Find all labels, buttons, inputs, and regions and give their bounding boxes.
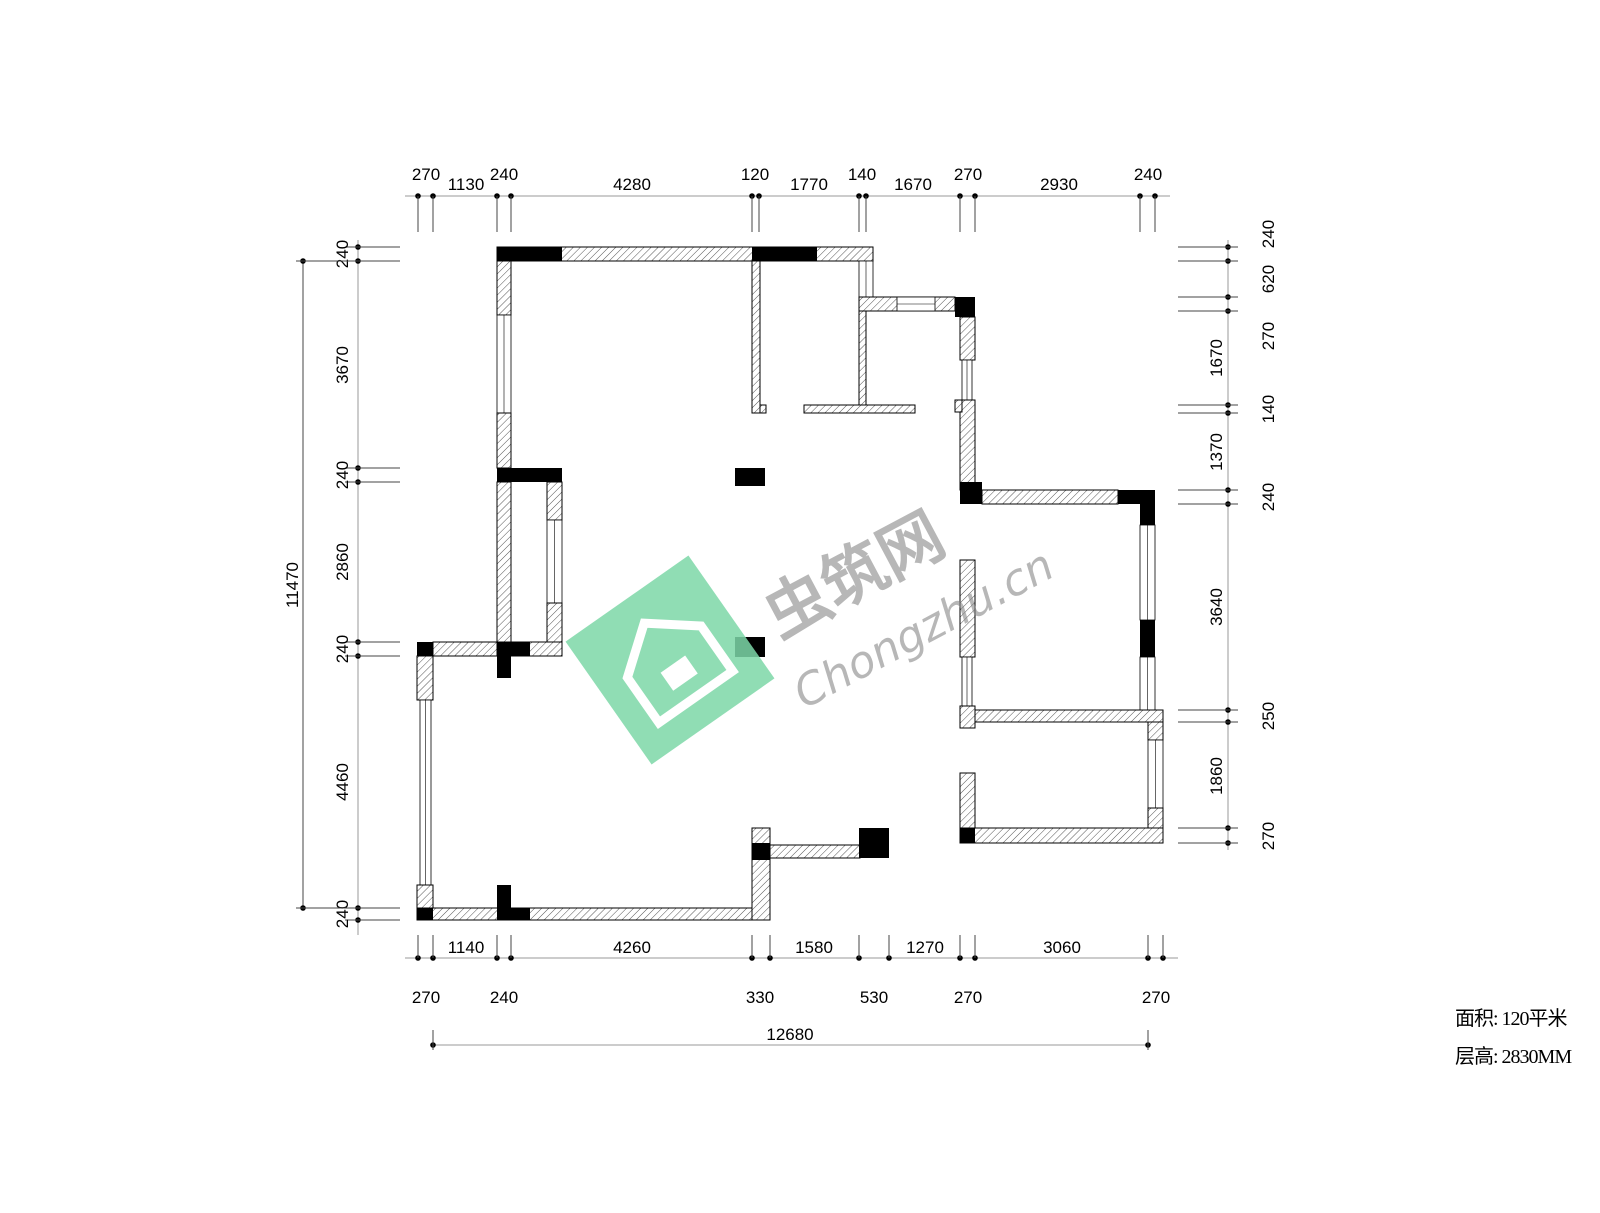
dimension-label: 270 (1259, 822, 1278, 850)
dimension-label: 240 (490, 988, 518, 1007)
wall-hatched (496, 481, 512, 643)
wall-column (497, 908, 530, 920)
watermark-logo-icon (565, 555, 775, 765)
dimension-label: 1580 (795, 938, 833, 957)
dimension-label: 140 (1259, 395, 1278, 423)
wall-hatched (416, 884, 434, 909)
wall-hatched (959, 772, 976, 829)
watermark: 虫筑网 Chongzhu.cn (565, 499, 1062, 765)
dimension-label: 1670 (1207, 339, 1226, 377)
dimension-label: 240 (333, 240, 352, 268)
dimension-label: 120 (741, 165, 769, 184)
wall-hatched (416, 907, 766, 921)
dimension-label: 240 (1134, 165, 1162, 184)
wall-column (1140, 504, 1155, 525)
dimension-label: 330 (746, 988, 774, 1007)
dimension-label: 270 (1259, 322, 1278, 350)
wall-hatched (416, 655, 434, 701)
dimension-label: 620 (1259, 265, 1278, 293)
wall-column (417, 642, 433, 656)
wall-column (497, 642, 530, 656)
dimension-label: 12680 (766, 1025, 813, 1044)
wall-column (497, 468, 562, 482)
wall-hatched (959, 399, 976, 491)
wall-column (1118, 490, 1155, 504)
dimension-label: 1140 (448, 938, 485, 957)
dimension-label: 240 (1259, 483, 1278, 511)
dimension-label: 1770 (790, 175, 828, 194)
wall-hatched (496, 412, 512, 469)
wall-hatched (751, 260, 761, 414)
floor-height-label: 层高: 2830MM (1455, 1046, 1572, 1068)
dimension-label: 270 (1142, 988, 1170, 1007)
wall-column (752, 247, 817, 261)
dimension-label: 250 (1259, 702, 1278, 730)
wall-column (752, 843, 770, 860)
dimension-label: 140 (848, 165, 876, 184)
wall-hatched (959, 316, 976, 361)
dimension-label: 3670 (333, 346, 352, 384)
wall-column (955, 297, 975, 317)
dimension-label: 240 (1259, 220, 1278, 248)
dimension-label: 1670 (894, 175, 932, 194)
wall-column (735, 468, 765, 486)
dimension-label: 3060 (1043, 938, 1081, 957)
walls (416, 246, 1164, 921)
dimension-label: 270 (412, 165, 440, 184)
wall-column (417, 908, 433, 920)
dimension-label: 11470 (283, 562, 302, 608)
wall-hatched (546, 481, 563, 521)
wall-hatched (974, 709, 1164, 723)
dimension-label: 4260 (613, 938, 651, 957)
wall-hatched (769, 844, 861, 859)
wall-column (960, 482, 982, 504)
wall-column (497, 247, 562, 261)
dimension-lines: 270 240 120 140 270 240 1130 4280 1770 1670 2930 11… (283, 165, 1278, 1050)
dimension-label: 240 (333, 461, 352, 489)
area-label: 面积: 120平米 (1455, 1008, 1568, 1030)
dimension-label: 1270 (906, 938, 944, 957)
dimension-label: 1370 (1207, 433, 1226, 471)
dimension-label: 270 (412, 988, 440, 1007)
wall-column (859, 828, 889, 858)
dimension-label: 2860 (333, 543, 352, 581)
dimension-label: 2930 (1040, 175, 1078, 194)
dimension-label: 240 (490, 165, 518, 184)
wall-hatched (858, 310, 867, 406)
wall-hatched (981, 489, 1119, 505)
dimension-label: 4280 (613, 175, 651, 194)
dimension-label: 530 (860, 988, 888, 1007)
wall-column (1140, 620, 1155, 657)
dimension-label: 4460 (333, 763, 352, 801)
wall-hatched (803, 404, 916, 414)
wall-column (960, 828, 975, 843)
dimension-label: 1130 (448, 175, 485, 194)
wall-column (497, 656, 511, 678)
wall-hatched (496, 260, 512, 316)
wall-hatched (1147, 721, 1164, 741)
wall-hatched (759, 404, 767, 414)
dimension-label: 270 (954, 165, 982, 184)
dimension-label: 240 (333, 635, 352, 663)
dimension-label: 1860 (1207, 757, 1226, 795)
wall-hatched (954, 399, 963, 413)
wall-hatched (959, 705, 976, 729)
dimension-label: 240 (333, 900, 352, 928)
dimension-label: 3640 (1207, 588, 1226, 626)
dimension-label: 270 (954, 988, 982, 1007)
wall-column (497, 885, 511, 908)
wall-hatched (751, 827, 771, 921)
wall-hatched (432, 641, 498, 657)
wall-hatched (959, 827, 1164, 844)
